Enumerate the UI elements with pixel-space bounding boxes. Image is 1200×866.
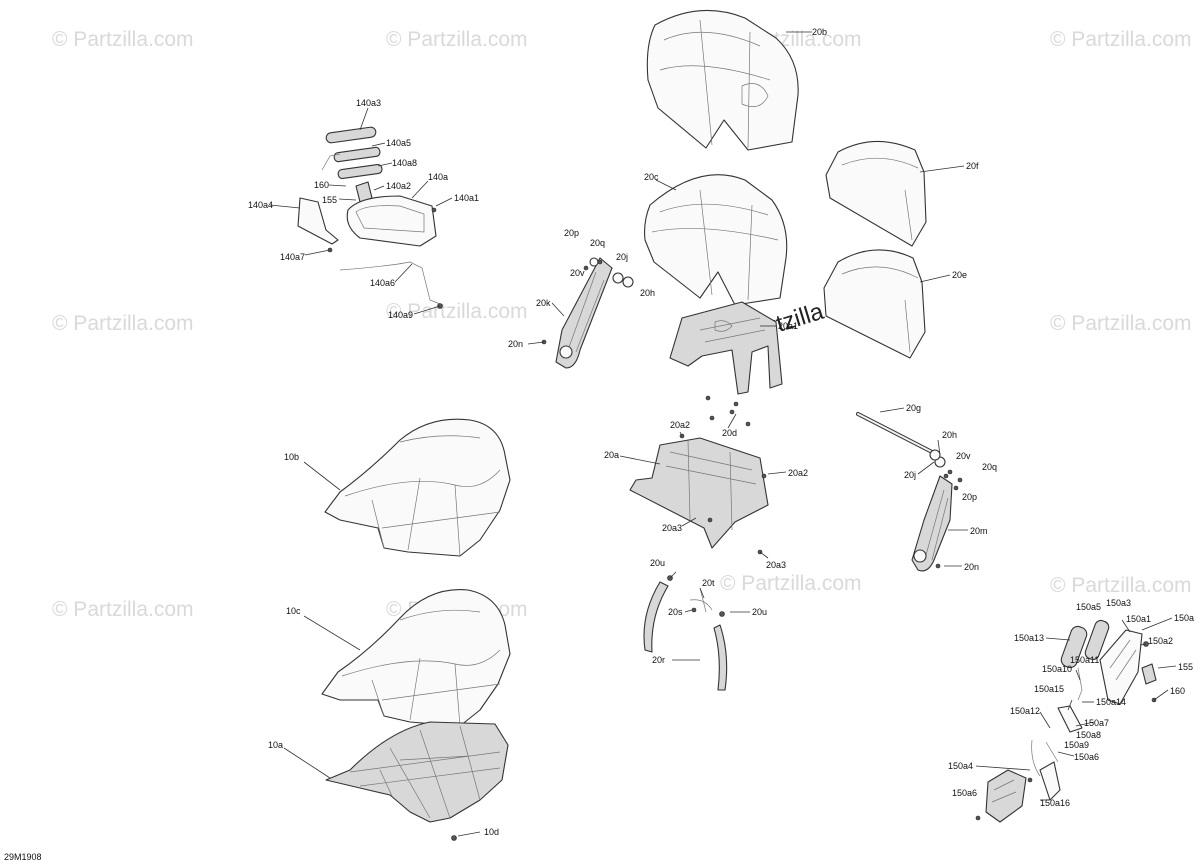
callout-160-right: 160	[1170, 686, 1186, 696]
watermark: © Partzilla.com	[52, 598, 194, 621]
callout-20j-right: 20j	[904, 470, 917, 480]
callout-20r: 20r	[652, 655, 666, 665]
part-20g-rod	[856, 412, 941, 461]
diagram-code: 29M1908	[4, 852, 42, 862]
watermark: © Partzilla.com	[1050, 312, 1192, 335]
part-20b-backrest-cover	[646, 9, 799, 151]
callout-140a3: 140a3	[356, 98, 382, 108]
callout-20f: 20f	[966, 161, 979, 171]
part-20c-backrest-cover	[644, 174, 788, 306]
watermark: © Partzilla.com	[1050, 28, 1192, 51]
callout-20n: 20n	[508, 339, 524, 349]
callout-150a8: 150a8	[1076, 730, 1102, 740]
part-10c-seat	[321, 589, 511, 727]
callout-20j: 20j	[616, 252, 629, 262]
callout-20a3-right: 20a3	[766, 560, 787, 570]
callout-10b: 10b	[284, 452, 300, 462]
callout-150a6-lower: 150a6	[952, 788, 978, 798]
callout-150a10: 150a10	[1042, 664, 1073, 674]
callout-20b: 20b	[812, 27, 828, 37]
callout-150a9: 150a9	[1064, 740, 1090, 750]
fasteners	[583, 259, 963, 555]
callout-20h-right: 20h	[942, 430, 958, 440]
part-20r-strap	[643, 575, 728, 691]
callout-150a5: 150a5	[1076, 602, 1102, 612]
callout-140a1: 140a1	[454, 193, 480, 203]
callout-20a2-right: 20a2	[788, 468, 809, 478]
callout-140a2: 140a2	[386, 181, 412, 191]
callout-150a14: 150a14	[1096, 697, 1127, 707]
callout-150a13: 150a13	[1014, 633, 1045, 643]
callout-150a: 150a	[1174, 613, 1195, 623]
part-20k-arm	[541, 257, 634, 369]
callout-20u-right: 20u	[752, 607, 768, 617]
part-140a-handle	[297, 126, 443, 309]
callout-150a2: 150a2	[1148, 636, 1174, 646]
part-150a-handle	[975, 619, 1157, 823]
callout-20n-right: 20n	[964, 562, 980, 572]
part-10b-seat	[324, 418, 511, 557]
callout-10c: 10c	[286, 606, 301, 616]
callout-20d: 20d	[722, 428, 738, 438]
watermark: © Partzilla.com	[720, 572, 862, 595]
callout-20m: 20m	[970, 526, 988, 536]
callout-20q-right: 20q	[982, 462, 998, 472]
part-20a1-frame	[669, 301, 783, 395]
leader-lines	[269, 31, 1177, 837]
callout-20h: 20h	[640, 288, 656, 298]
callout-150a12: 150a12	[1010, 706, 1041, 716]
callout-140a7: 140a7	[280, 252, 306, 262]
callout-140a9: 140a9	[388, 310, 414, 320]
callout-10a: 10a	[268, 740, 284, 750]
callout-150a15: 150a15	[1034, 684, 1065, 694]
callout-155-right: 155	[1178, 662, 1194, 672]
callout-20p: 20p	[564, 228, 580, 238]
callout-140a8: 140a8	[392, 158, 418, 168]
callout-20s: 20s	[668, 607, 683, 617]
callout-20a2-top: 20a2	[670, 420, 691, 430]
callout-20a3-left: 20a3	[662, 523, 683, 533]
callout-150a6-upper: 150a6	[1074, 752, 1100, 762]
callout-20p-right: 20p	[962, 492, 978, 502]
callout-20v: 20v	[570, 268, 585, 278]
callout-150a7: 150a7	[1084, 718, 1110, 728]
callout-20e: 20e	[952, 270, 968, 280]
callout-160: 160	[314, 180, 330, 190]
callout-20a: 20a	[604, 450, 620, 460]
callout-150a11: 150a11	[1070, 655, 1100, 665]
callout-140a6: 140a6	[370, 278, 396, 288]
callout-150a4: 150a4	[948, 761, 974, 771]
callout-150a1: 150a1	[1126, 614, 1152, 624]
watermark: © Partzilla.com	[386, 300, 528, 323]
part-20e-pad	[823, 249, 926, 359]
watermark: © Partzilla.com	[52, 312, 194, 335]
callout-20v-right: 20v	[956, 451, 971, 461]
part-20a-base	[629, 437, 769, 549]
callout-155: 155	[322, 195, 338, 205]
callout-140a5: 140a5	[386, 138, 412, 148]
callout-20u-top: 20u	[650, 558, 666, 568]
callout-20a1: 20a1	[778, 321, 799, 331]
watermark: © Partzilla.com	[386, 28, 528, 51]
callout-20c: 20c	[644, 172, 659, 182]
part-20f-pad	[825, 140, 927, 247]
callout-150a3: 150a3	[1106, 598, 1132, 608]
callout-150a16: 150a16	[1040, 798, 1071, 808]
watermark: © Partzilla.com	[52, 28, 194, 51]
callout-20t: 20t	[702, 578, 715, 588]
callout-20q: 20q	[590, 238, 606, 248]
callout-20k: 20k	[536, 298, 551, 308]
callout-20g: 20g	[906, 403, 922, 413]
callout-140a: 140a	[428, 172, 449, 182]
watermark: © Partzilla.com	[1050, 574, 1192, 597]
part-10a-base	[325, 721, 509, 841]
callout-10d: 10d	[484, 827, 500, 837]
callout-140a4: 140a4	[248, 200, 274, 210]
